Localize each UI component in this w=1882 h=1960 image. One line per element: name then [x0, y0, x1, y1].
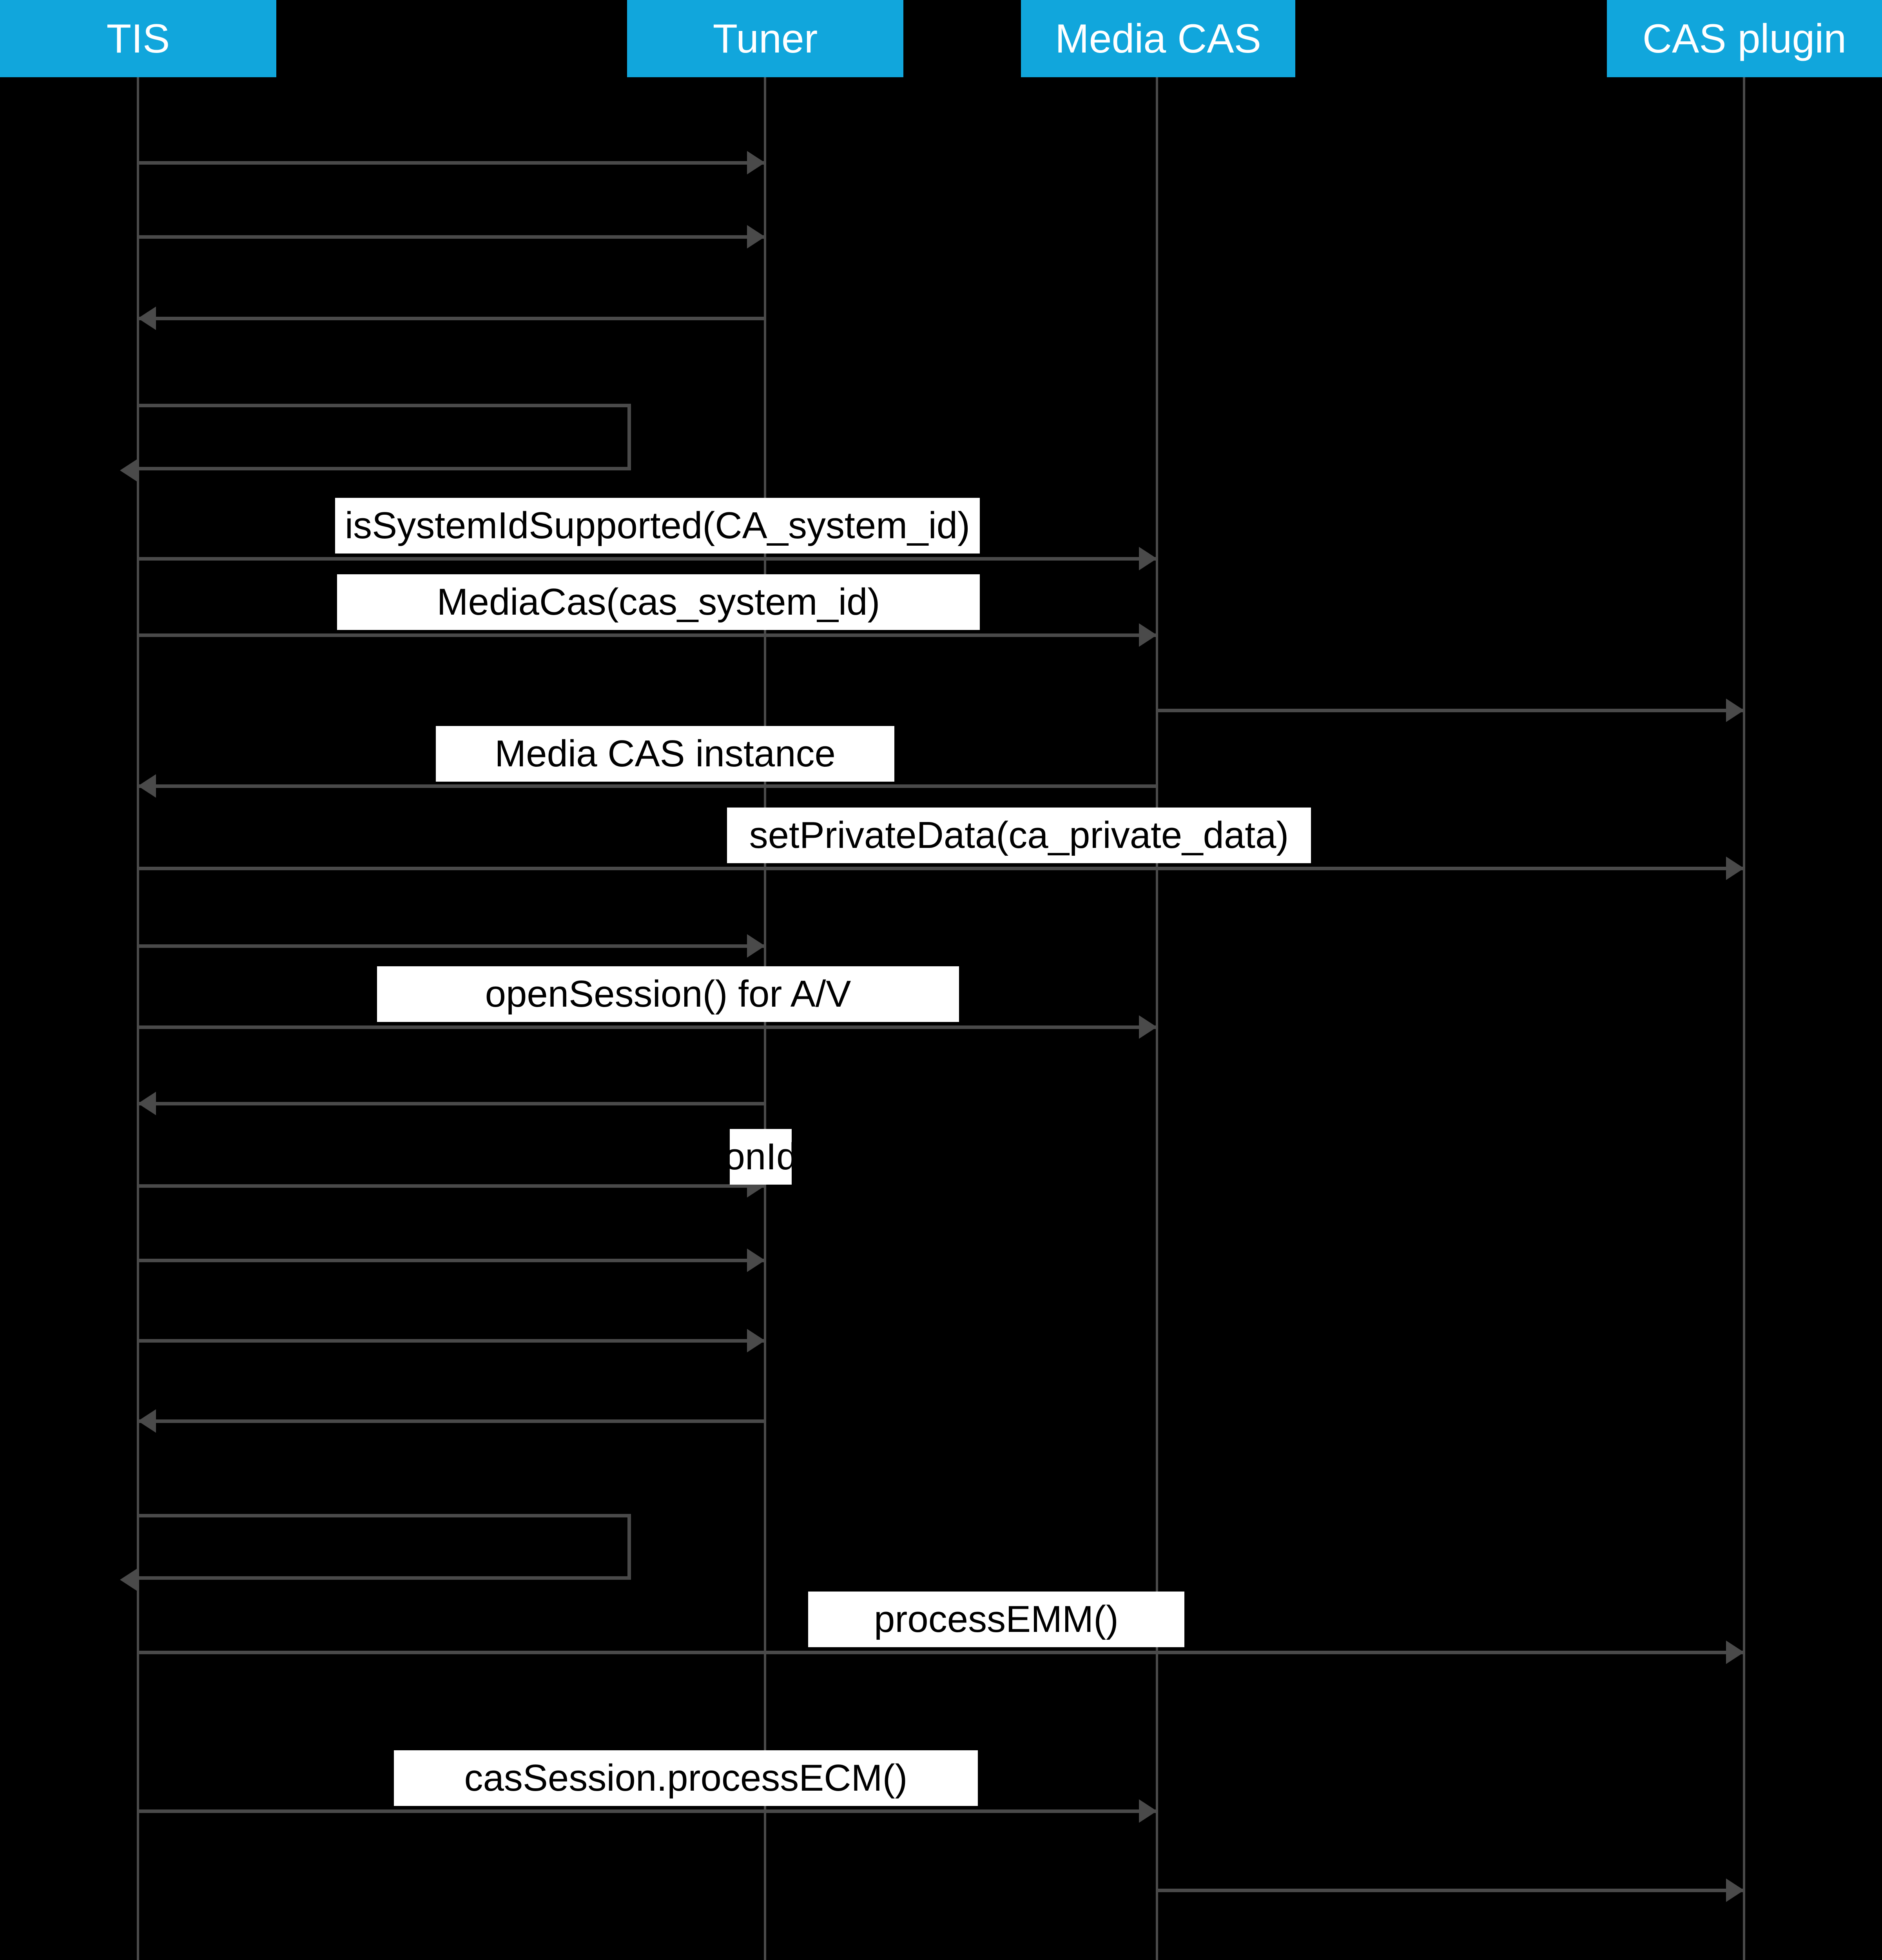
message-line-m13 — [138, 1184, 765, 1188]
participant-label: CAS plugin — [1642, 16, 1847, 62]
message-line-m6 — [138, 633, 1157, 637]
arrowhead-right-m15 — [747, 1329, 765, 1352]
self-message-m17 — [138, 1514, 631, 1580]
arrowhead-right-m5 — [1139, 547, 1157, 570]
message-label-m11: openSession() for A/V — [377, 966, 959, 1022]
message-line-m1 — [138, 161, 765, 165]
participant-head-tuner: Tuner — [627, 0, 903, 77]
arrowhead-left-m16 — [138, 1409, 156, 1433]
message-label-m19: casSession.processECM() — [394, 1750, 978, 1806]
message-line-m11 — [138, 1025, 1157, 1029]
participant-head-mediacas: Media CAS — [1021, 0, 1295, 77]
message-line-m20 — [1157, 1889, 1744, 1892]
participant-label: TIS — [106, 16, 170, 62]
lifeline-tis — [137, 77, 139, 1960]
message-line-m3 — [138, 317, 765, 320]
message-line-m5 — [138, 557, 1157, 561]
message-label-m5: isSystemIdSupported(CA_system_id) — [335, 498, 980, 554]
arrowhead-right-m11 — [1139, 1015, 1157, 1039]
arrowhead-left-m4 — [120, 459, 138, 482]
message-line-m15 — [138, 1339, 765, 1343]
arrowhead-left-m17 — [120, 1568, 138, 1592]
message-line-m2 — [138, 235, 765, 239]
lifeline-mediacas — [1156, 77, 1158, 1960]
arrowhead-right-m18 — [1726, 1641, 1744, 1664]
arrowhead-left-m12 — [138, 1092, 156, 1115]
arrowhead-left-m8 — [138, 774, 156, 798]
participant-head-casplugin: CAS plugin — [1607, 0, 1882, 77]
arrowhead-right-m6 — [1139, 623, 1157, 647]
arrowhead-right-m19 — [1139, 1799, 1157, 1823]
message-label-m9: setPrivateData(ca_private_data) — [727, 808, 1311, 863]
participant-head-tis: TIS — [0, 0, 276, 77]
arrowhead-right-m7 — [1726, 699, 1744, 722]
message-line-m19 — [138, 1809, 1157, 1813]
arrowhead-left-m3 — [138, 307, 156, 330]
message-line-m8 — [138, 784, 1157, 788]
message-label-m8: Media CAS instance — [436, 726, 894, 782]
message-line-m10 — [138, 944, 765, 948]
message-line-m16 — [138, 1419, 765, 1423]
participant-label: Tuner — [713, 16, 818, 62]
lifeline-casplugin — [1743, 77, 1745, 1960]
message-line-m18 — [138, 1651, 1744, 1654]
message-line-m12 — [138, 1102, 765, 1105]
arrowhead-right-m20 — [1726, 1878, 1744, 1902]
message-line-m9 — [138, 867, 1744, 870]
arrowhead-right-m1 — [747, 151, 765, 174]
message-line-m14 — [138, 1259, 765, 1262]
message-label-m13: onId — [730, 1129, 792, 1185]
arrowhead-right-m14 — [747, 1249, 765, 1272]
arrowhead-right-m2 — [747, 225, 765, 249]
self-message-m4 — [138, 404, 631, 470]
arrowhead-right-m9 — [1726, 857, 1744, 880]
message-label-m6: MediaCas(cas_system_id) — [337, 574, 980, 630]
message-line-m7 — [1157, 709, 1744, 712]
participant-label: Media CAS — [1055, 16, 1261, 62]
arrowhead-right-m10 — [747, 934, 765, 958]
message-label-m18: processEMM() — [808, 1592, 1184, 1647]
